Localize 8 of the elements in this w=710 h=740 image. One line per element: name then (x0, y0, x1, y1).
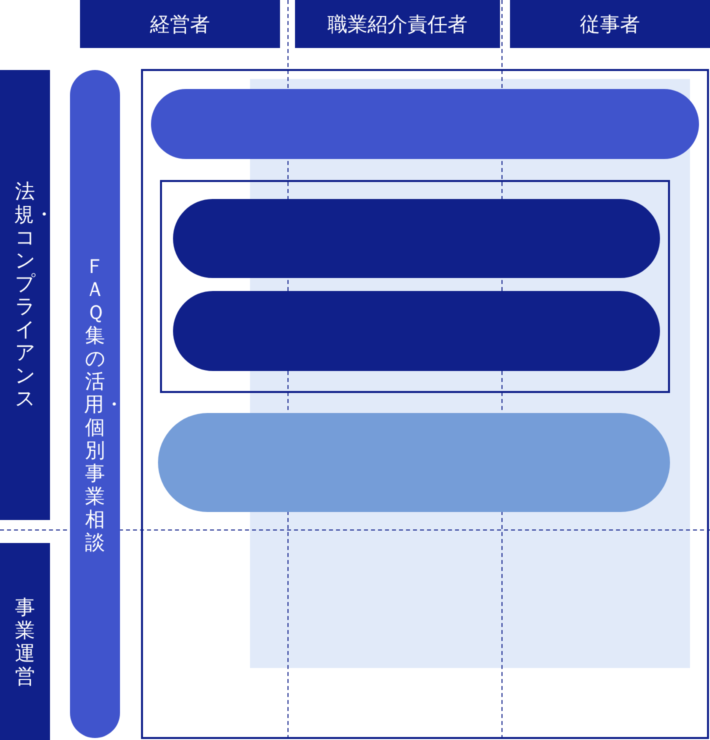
frame-box (141, 69, 709, 739)
column-header: 職業紹介責任者 (295, 0, 500, 48)
row-band: 事業運営 (0, 543, 50, 740)
row-band: 法規・コンプライアンス (0, 70, 50, 520)
column-header: 従事者 (510, 0, 710, 48)
group-box (160, 180, 670, 393)
column-header: 経営者 (80, 0, 280, 48)
pill-bar: ＦＡＱ集の活用・個別事業相談 (70, 70, 120, 738)
